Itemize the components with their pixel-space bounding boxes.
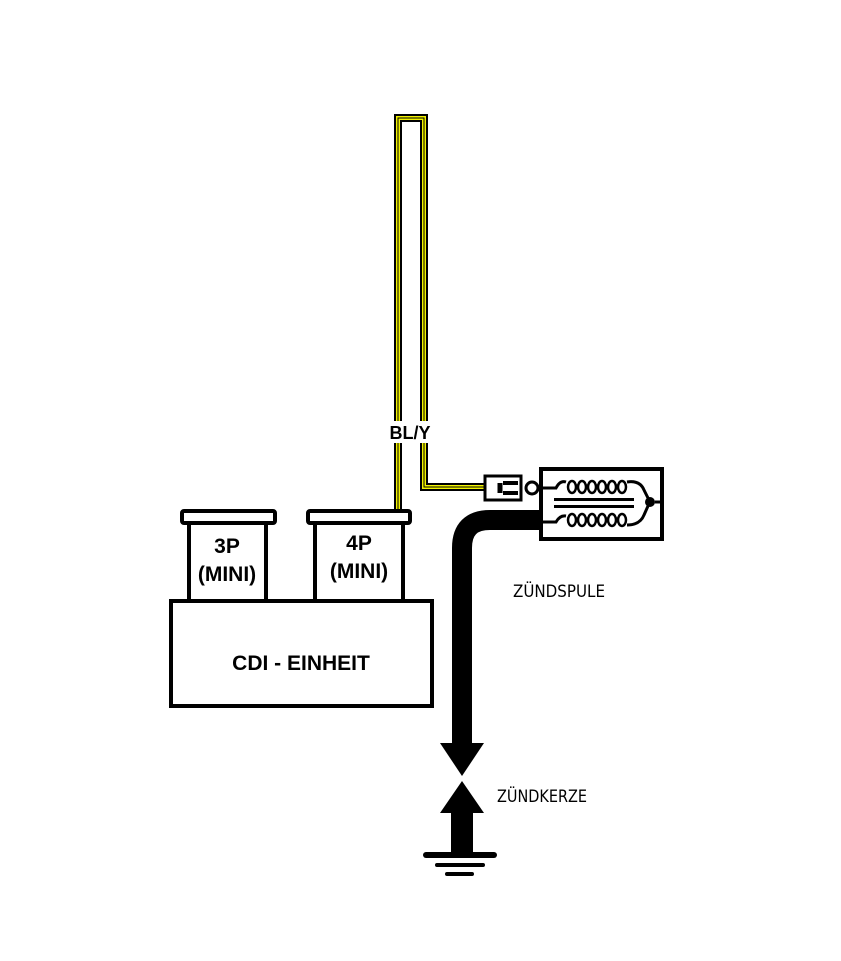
spark-plug-label: ZÜNDKERZE bbox=[497, 785, 587, 807]
ignition-coil-label: ZÜNDSPULE bbox=[513, 580, 605, 602]
high-tension-lead bbox=[452, 510, 542, 748]
wire-label-bg bbox=[384, 421, 436, 443]
spark-plug-icon bbox=[440, 743, 484, 856]
wire-label: BL/Y bbox=[389, 423, 430, 443]
cdi-unit-label: CDI - EINHEIT bbox=[232, 652, 370, 675]
ignition-coil bbox=[483, 467, 664, 541]
bl-y-wire bbox=[394, 114, 486, 510]
connector-3p-line2: (MINI) bbox=[198, 563, 256, 586]
ground-icon bbox=[423, 852, 497, 876]
connector-3p: 3P (MINI) bbox=[180, 509, 277, 603]
primary-winding-icon bbox=[566, 479, 628, 495]
connector-4p-line2: (MINI) bbox=[330, 560, 388, 583]
connector-4p-line1: 4P bbox=[346, 532, 372, 555]
connector-4p: 4P (MINI) bbox=[306, 509, 412, 603]
secondary-winding-icon bbox=[566, 512, 628, 528]
cdi-unit: 3P (MINI) 4P (MINI) CDI - EINHEIT bbox=[169, 509, 434, 708]
connector-3p-line1: 3P bbox=[214, 535, 240, 558]
